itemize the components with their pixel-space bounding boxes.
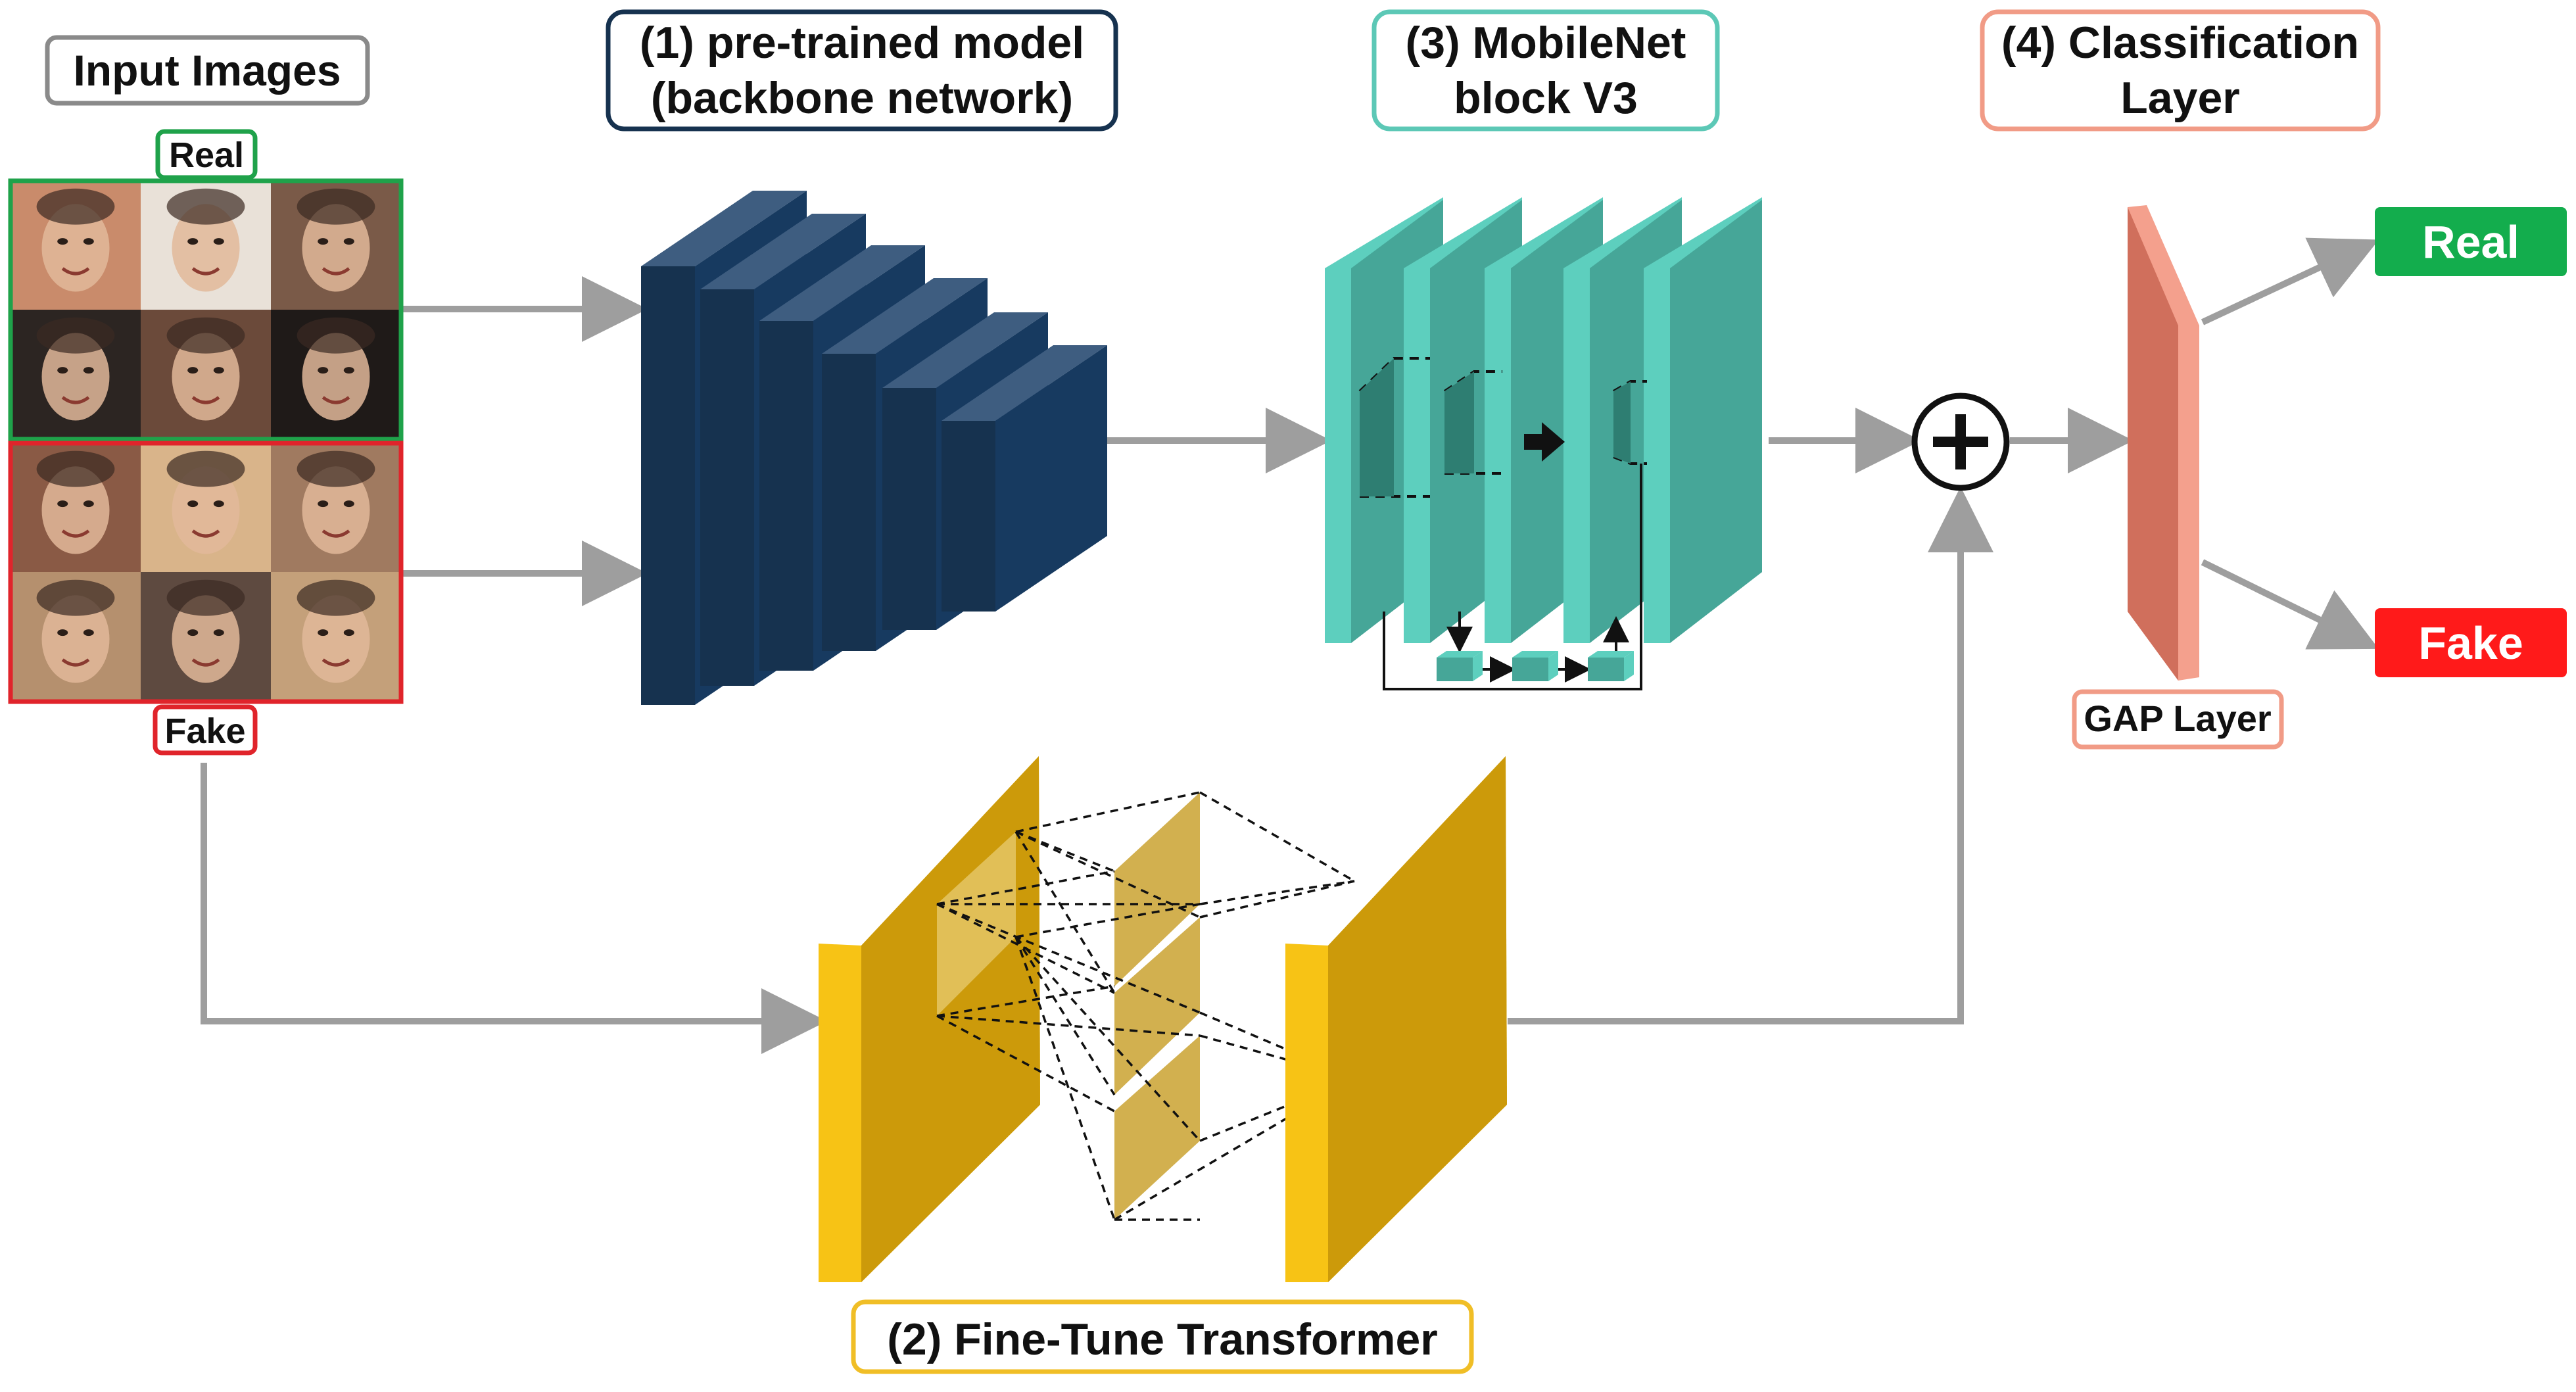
- gap-layer-label: GAP Layer: [2084, 698, 2271, 739]
- transformer-label-box: [851, 1299, 1474, 1374]
- fake-face-4: [11, 572, 141, 701]
- gap-layer-front: [2128, 207, 2178, 681]
- mobilenet-label-line1: (3) MobileNet: [1406, 18, 1686, 68]
- real-faces-grid: [11, 181, 401, 439]
- mobilenet-residual-path: [1383, 464, 1642, 690]
- transformer-section: (2) Fine-Tune Transformer: [819, 756, 1507, 1374]
- arrow-input-to-transformer: [201, 763, 827, 1054]
- mobilenet-label-line2: block V3: [1454, 73, 1638, 123]
- classification-section: (4) Classification Layer GAP Layer Real …: [1980, 9, 2567, 750]
- arrow-gap-to-fake: [2201, 559, 2379, 650]
- connectors: [201, 237, 2379, 1054]
- mobilenet-flow-arrow: [1524, 422, 1565, 462]
- transformer-mid-plane-1: [1114, 792, 1200, 986]
- output-fake-badge: [2375, 608, 2567, 677]
- backbone-label-line2: (backbone network): [651, 73, 1073, 123]
- real-face-1: [11, 181, 141, 310]
- fake-face-1: [11, 443, 141, 572]
- mobilenet-label-box: [1371, 9, 1720, 132]
- fake-group-label: Fake: [164, 711, 245, 751]
- real-face-4: [11, 310, 141, 439]
- input-images-label: Input Images: [73, 46, 341, 95]
- fake-face-3: [271, 443, 401, 572]
- backbone-block-6: [942, 345, 1107, 612]
- classification-label-line2: Layer: [2120, 73, 2239, 123]
- mobilenet-residual-blocks: [1437, 651, 1634, 681]
- transformer-mid-plane-3: [1114, 1036, 1200, 1220]
- classification-label-line1: (4) Classification: [2001, 18, 2359, 68]
- backbone-label-box: [606, 9, 1118, 132]
- real-face-6: [271, 310, 401, 439]
- fake-faces-border: [8, 441, 404, 704]
- fake-group-label-box: [153, 704, 258, 756]
- input-images-label-box: [45, 35, 370, 106]
- real-face-5: [141, 310, 271, 439]
- fake-face-2: [141, 443, 271, 572]
- output-real-badge: [2375, 207, 2567, 276]
- fake-face-5: [141, 572, 271, 701]
- fake-faces-grid: [11, 443, 401, 701]
- classification-label-box: [1980, 9, 2381, 132]
- fake-face-6: [271, 572, 401, 701]
- backbone-layers: [641, 191, 1107, 705]
- gap-layer-label-box: [2072, 689, 2284, 750]
- real-group-label: Real: [169, 135, 244, 175]
- real-face-2: [141, 181, 271, 310]
- output-real-label: Real: [2422, 216, 2519, 268]
- transformer-label: (2) Fine-Tune Transformer: [887, 1314, 1438, 1364]
- input-images-section: Input Images Real Fake: [8, 35, 404, 756]
- output-fake-label: Fake: [2418, 617, 2523, 669]
- real-group-label-box: [155, 129, 258, 180]
- mobilenet-window-3: [1613, 381, 1631, 464]
- mobilenet-section: (3) MobileNet block V3: [1325, 9, 1762, 690]
- mobilenet-window-1: [1360, 358, 1394, 496]
- merge-node: [1911, 393, 2010, 491]
- backbone-section: (1) pre-trained model (backbone network): [606, 9, 1118, 705]
- backbone-label-line1: (1) pre-trained model: [640, 18, 1084, 68]
- transformer-right-front: [1328, 756, 1507, 1282]
- mobilenet-window-2: [1444, 372, 1474, 473]
- mobilenet-layers: [1325, 197, 1762, 643]
- real-face-3: [271, 181, 401, 310]
- arrow-gap-to-real: [2201, 237, 2379, 325]
- real-faces-border: [8, 178, 404, 442]
- arrow-transformer-to-merge: [1508, 487, 1993, 1024]
- mobilenet-layer-5: [1644, 197, 1762, 643]
- transformer-mid-plane-2: [1114, 917, 1200, 1095]
